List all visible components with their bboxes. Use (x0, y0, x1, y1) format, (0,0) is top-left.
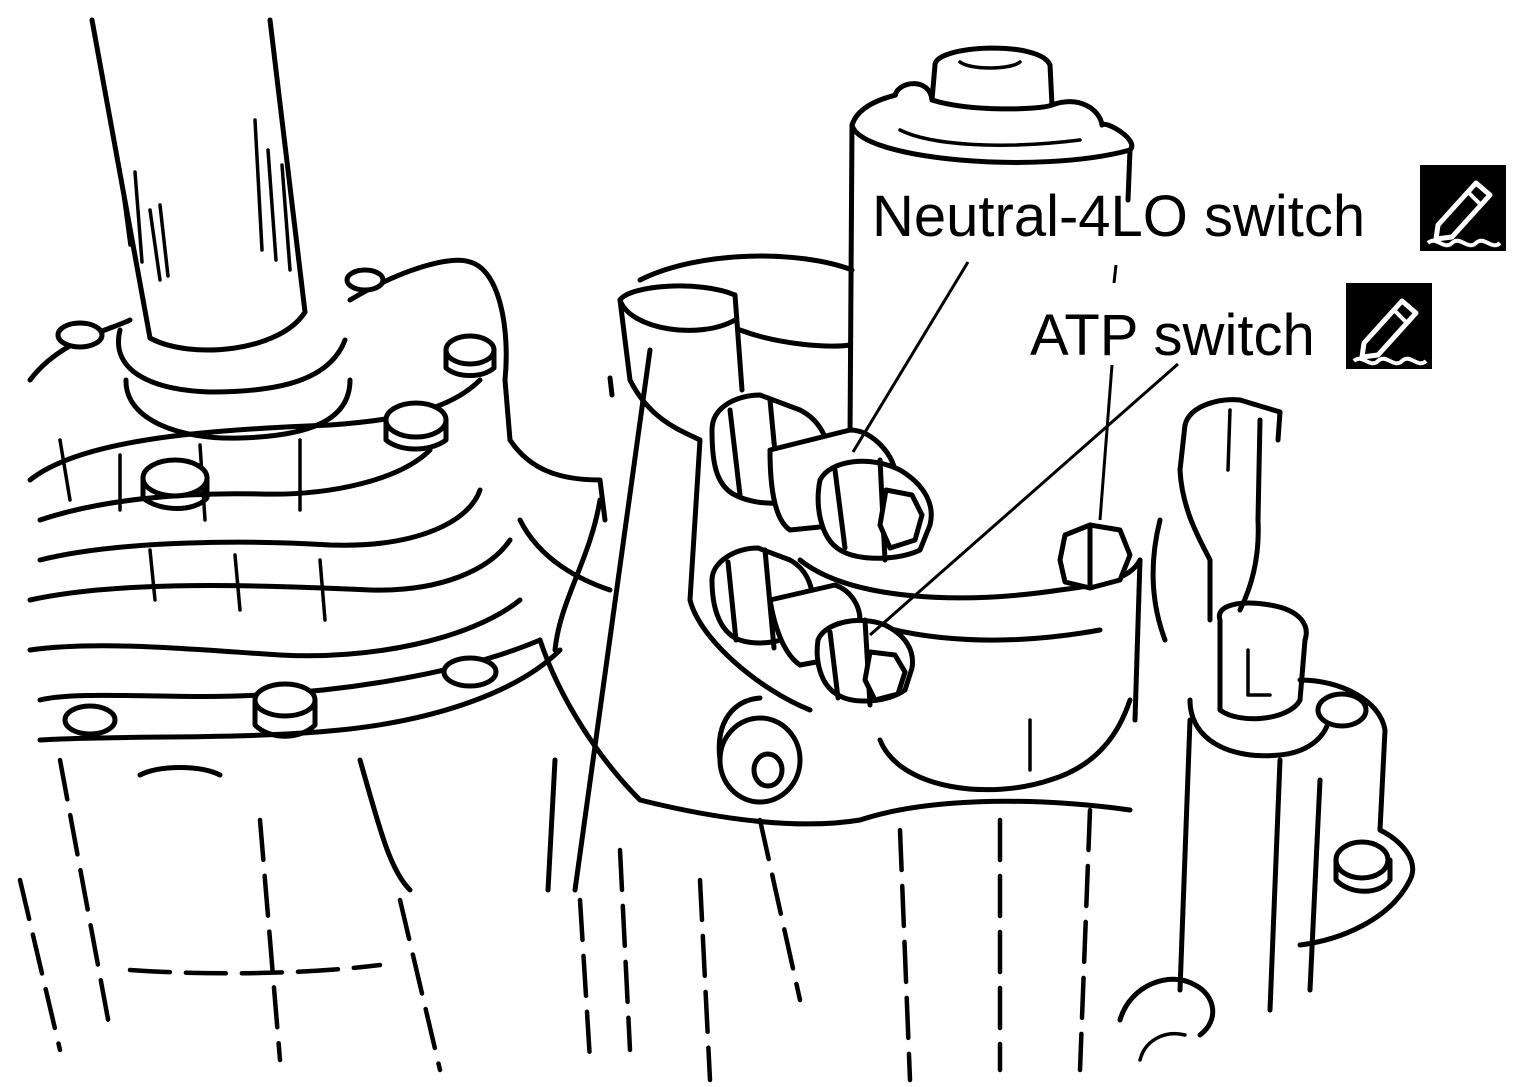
shift-lever-shaft (89, 17, 353, 441)
leader-neutral-4lo (851, 261, 970, 453)
neutral-4lo-switch (709, 392, 934, 563)
sealant-icon-neutral-4lo (1420, 165, 1506, 251)
switch-boss-bracket (545, 283, 813, 893)
front-cover-housing (27, 257, 613, 743)
leader-bolt (1098, 364, 1114, 521)
leader-atp (869, 362, 1179, 637)
right-lower-fitting (1117, 600, 1416, 1062)
cover-bolts (55, 267, 499, 739)
sealant-icon-atp (1346, 283, 1432, 369)
lower-center-body (537, 637, 1133, 1083)
actuator-motor (847, 45, 1135, 443)
lower-case-body (17, 757, 443, 1073)
leader-lines (851, 261, 1179, 637)
right-bolt (1057, 522, 1133, 591)
atp-switch (709, 545, 916, 708)
label-neutral-4lo-switch: Neutral-4LO switch (872, 184, 1365, 249)
label-atp-switch: ATP switch (1030, 303, 1315, 368)
